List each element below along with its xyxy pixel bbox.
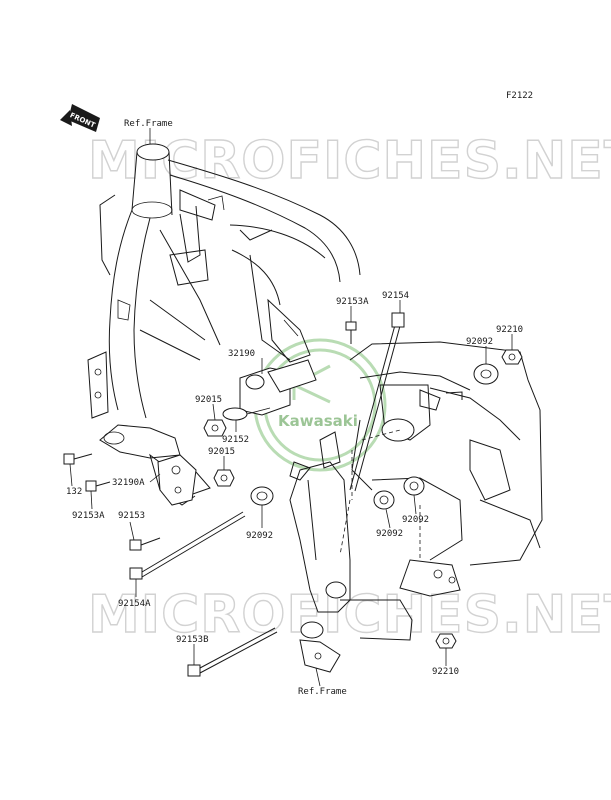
part-92092-collar-right: [403, 476, 425, 496]
label-32190A: 32190A: [112, 478, 145, 488]
part-32190A-bracket: [157, 454, 197, 506]
label-92015-top: 92015: [195, 395, 222, 405]
label-92092-center: 92092: [246, 531, 273, 541]
diagram-code: F2122: [506, 91, 533, 101]
label-92153: 92153: [118, 511, 145, 521]
part-92153A-bolt-left: [85, 480, 111, 492]
part-92154A-bolt: [129, 511, 246, 580]
label-92210-top: 92210: [496, 325, 523, 335]
label-ref-frame-top: Ref.Frame: [124, 119, 173, 129]
part-labels: Ref.Frame 92153A 92154 92210 92092 32190…: [66, 119, 523, 697]
part-92153A-bolt-top: [345, 321, 357, 344]
part-92015-nut-top: [203, 419, 227, 437]
leader-lines: [69, 128, 513, 687]
part-92152-collar: [222, 407, 248, 421]
label-92210-bottom: 92210: [432, 667, 459, 677]
label-92092-right: 92092: [402, 515, 429, 525]
label-92153B: 92153B: [176, 635, 209, 645]
label-132: 132: [66, 487, 82, 497]
frame-drawing: [87, 143, 361, 506]
watermark-top: MICROFICHES.NET: [88, 131, 611, 191]
part-132-bolt: [63, 453, 93, 465]
part-92210-nut-bottom: [435, 633, 457, 649]
label-92152: 92152: [222, 435, 249, 445]
part-92092-collar-mid-right: [373, 490, 395, 510]
part-92154-bolt: [349, 312, 405, 492]
leader-92152-shaft: [246, 407, 271, 415]
front-arrow-icon: FRONT: [60, 104, 100, 132]
part-32190-bracket: [239, 359, 317, 416]
label-92092-mid-right: 92092: [376, 529, 403, 539]
part-92092-collar-right-top: [473, 363, 499, 385]
label-92153A-left: 92153A: [72, 511, 105, 521]
logo-wordmark: Kawasaki: [278, 412, 358, 430]
label-92092-right-top: 92092: [466, 337, 493, 347]
label-92154: 92154: [382, 291, 409, 301]
engine-drawing: [339, 341, 543, 597]
label-ref-frame-bottom: Ref.Frame: [298, 687, 347, 697]
label-92153A-top: 92153A: [336, 297, 369, 307]
label-32190: 32190: [228, 349, 255, 359]
watermark-bottom: MICROFICHES.NET: [88, 585, 611, 645]
part-92210-nut-top: [501, 349, 523, 365]
part-92015-nut-mid: [213, 469, 235, 487]
part-92153-bolt: [129, 537, 161, 551]
label-92015-mid: 92015: [208, 447, 235, 457]
part-92153B-bolt: [187, 627, 278, 677]
part-92092-collar-center: [250, 486, 274, 506]
engine-hanger-drawing: [289, 429, 413, 673]
label-92154A: 92154A: [118, 599, 151, 609]
